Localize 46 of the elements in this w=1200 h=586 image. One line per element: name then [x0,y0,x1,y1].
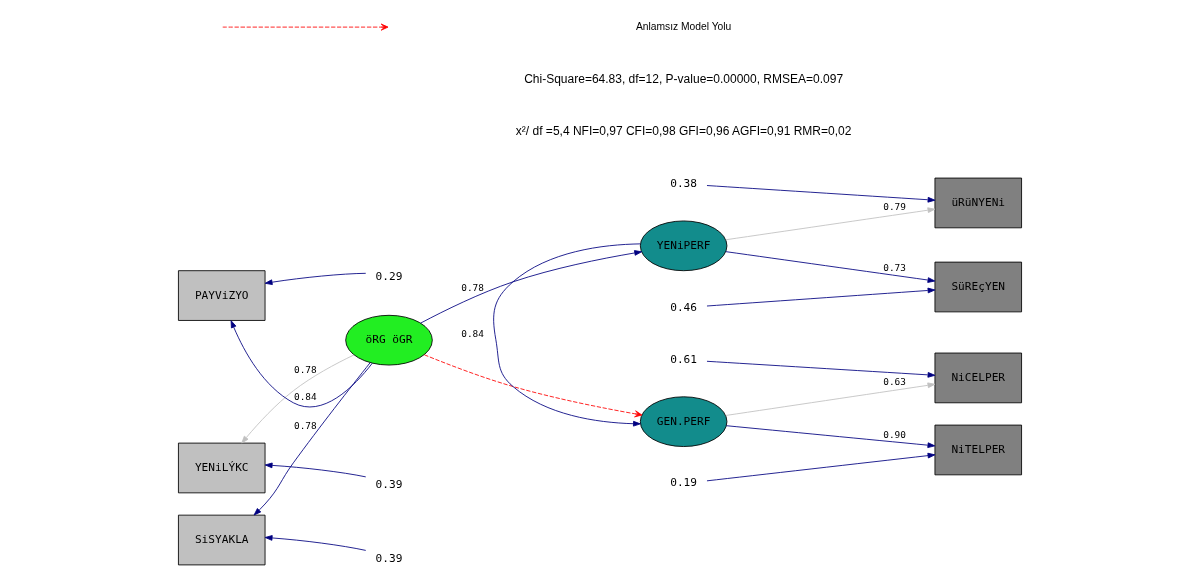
node-box: NiCELPER [934,352,1022,404]
node-box: üRüNYENi [934,177,1022,229]
edge-label: 0.63 [883,376,906,388]
node-box: SüREçYEN [934,261,1022,313]
arrow [493,243,641,427]
node-text: 0.39 [375,478,403,492]
arrow [706,452,936,482]
edge-label: 0.78 [294,363,317,375]
legend-label: Anlamsız Model Yolu [635,20,732,32]
arrow [241,354,355,444]
arrow [725,207,936,241]
node-ellipse: YENiPERF [639,220,728,272]
node-box: PAYViZYO [178,270,266,321]
arrow [264,535,367,551]
node-box: YENiLÝKC [178,442,266,494]
arrow [726,425,936,448]
node-text: 0.29 [375,269,403,283]
label: Chi-Square=64.83, df=12, P-value=0.00000, RMSEA=0.097 [524,71,844,86]
edge-label: 0.84 [461,327,484,339]
arrow [423,354,643,418]
node-text: 0.46 [670,300,698,314]
edge-label: 0.90 [883,428,906,440]
edge-label: 0.84 [294,391,317,403]
arrow [706,360,936,378]
node-text: 0.19 [670,476,698,490]
node-text: 0.61 [670,352,698,366]
edge-label: 0.79 [883,201,906,213]
arrow [420,250,642,324]
node-text: 0.39 [375,551,403,565]
edge-label: 0.78 [294,420,317,432]
node-box: NiTELPER [934,424,1022,476]
node-ellipse: GEN.PERF [639,396,728,447]
arrow [725,382,936,416]
edge-label: 0.78 [461,282,484,294]
edge-label: 0.73 [883,261,906,273]
node-text: 0.38 [670,176,698,190]
arrow [253,362,371,516]
arrow [264,272,367,285]
arrow [230,320,373,408]
node-box: SiSYAKLA [178,514,266,566]
arrow [706,185,936,203]
arrow [725,251,936,283]
label: x²/ df =5,4 NFI=0,97 CFI=0,98 GFI=0,96 AGFI=0,91 RMR=0,02 [515,123,852,138]
arrow [706,287,936,307]
node-ellipse: öRG öGR [345,314,433,366]
arrow [264,462,367,478]
